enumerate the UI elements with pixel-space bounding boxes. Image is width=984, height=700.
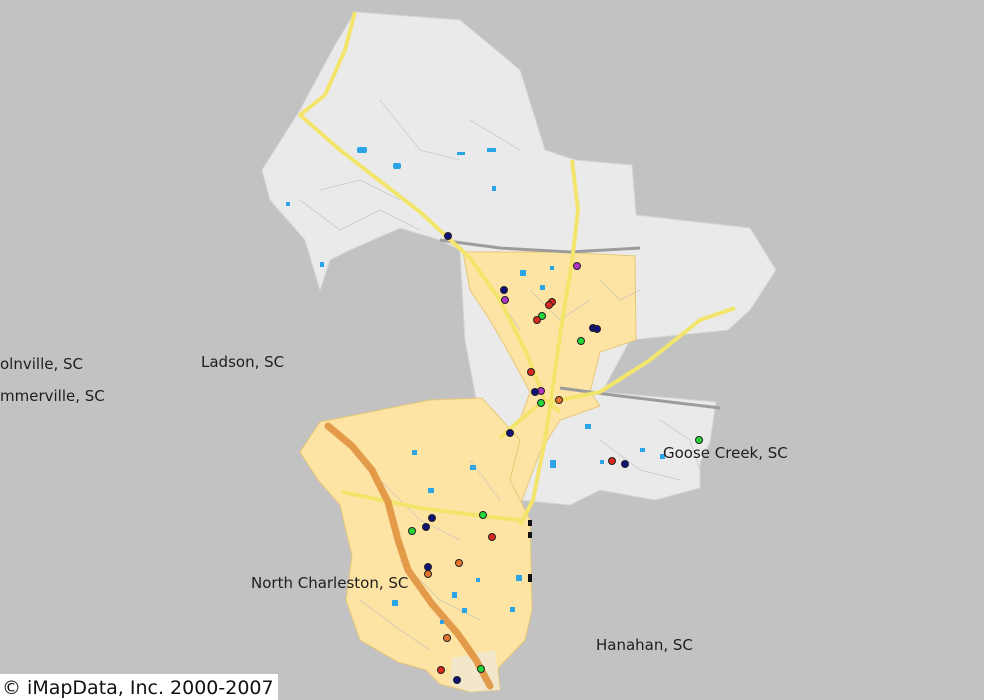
- marker-green[interactable]: [477, 665, 485, 673]
- place-label-north-charleston: North Charleston, SC: [251, 574, 409, 592]
- marker-green[interactable]: [479, 511, 487, 519]
- marker-blue[interactable]: [531, 388, 539, 396]
- interstate: [324, 422, 494, 690]
- marker-red[interactable]: [608, 457, 616, 465]
- copyright-notice: © iMapData, Inc. 2000-2007: [0, 674, 278, 700]
- marker-blue[interactable]: [428, 514, 436, 522]
- place-label-hanahan: Hanahan, SC: [596, 636, 693, 654]
- marker-orange[interactable]: [443, 634, 451, 642]
- arterial-roads: [439, 238, 721, 410]
- marker-red[interactable]: [527, 368, 535, 376]
- marker-green[interactable]: [577, 337, 585, 345]
- marker-green[interactable]: [695, 436, 703, 444]
- place-label-summerville-clipped: olnville, SC: [0, 355, 83, 373]
- marker-blue[interactable]: [422, 523, 430, 531]
- marker-blue[interactable]: [593, 325, 601, 333]
- marker-green[interactable]: [537, 399, 545, 407]
- marker-purple[interactable]: [501, 296, 509, 304]
- marker-blue[interactable]: [621, 460, 629, 468]
- marker-purple[interactable]: [573, 262, 581, 270]
- place-label-summerville: mmerville, SC: [0, 387, 105, 405]
- marker-green[interactable]: [408, 527, 416, 535]
- marker-red[interactable]: [545, 301, 553, 309]
- data-markers[interactable]: [408, 232, 703, 684]
- marker-orange[interactable]: [455, 559, 463, 567]
- place-label-ladson: Ladson, SC: [201, 353, 285, 371]
- place-label-goose-creek: Goose Creek, SC: [663, 444, 788, 462]
- marker-orange[interactable]: [555, 396, 563, 404]
- marker-blue[interactable]: [453, 676, 461, 684]
- water-bodies: [286, 147, 665, 624]
- marker-blue[interactable]: [500, 286, 508, 294]
- route-shields: [528, 520, 532, 582]
- marker-orange[interactable]: [424, 570, 432, 578]
- marker-blue[interactable]: [506, 429, 514, 437]
- marker-red[interactable]: [437, 666, 445, 674]
- marker-blue[interactable]: [424, 563, 432, 571]
- marker-red[interactable]: [488, 533, 496, 541]
- marker-blue[interactable]: [444, 232, 452, 240]
- marker-red[interactable]: [533, 316, 541, 324]
